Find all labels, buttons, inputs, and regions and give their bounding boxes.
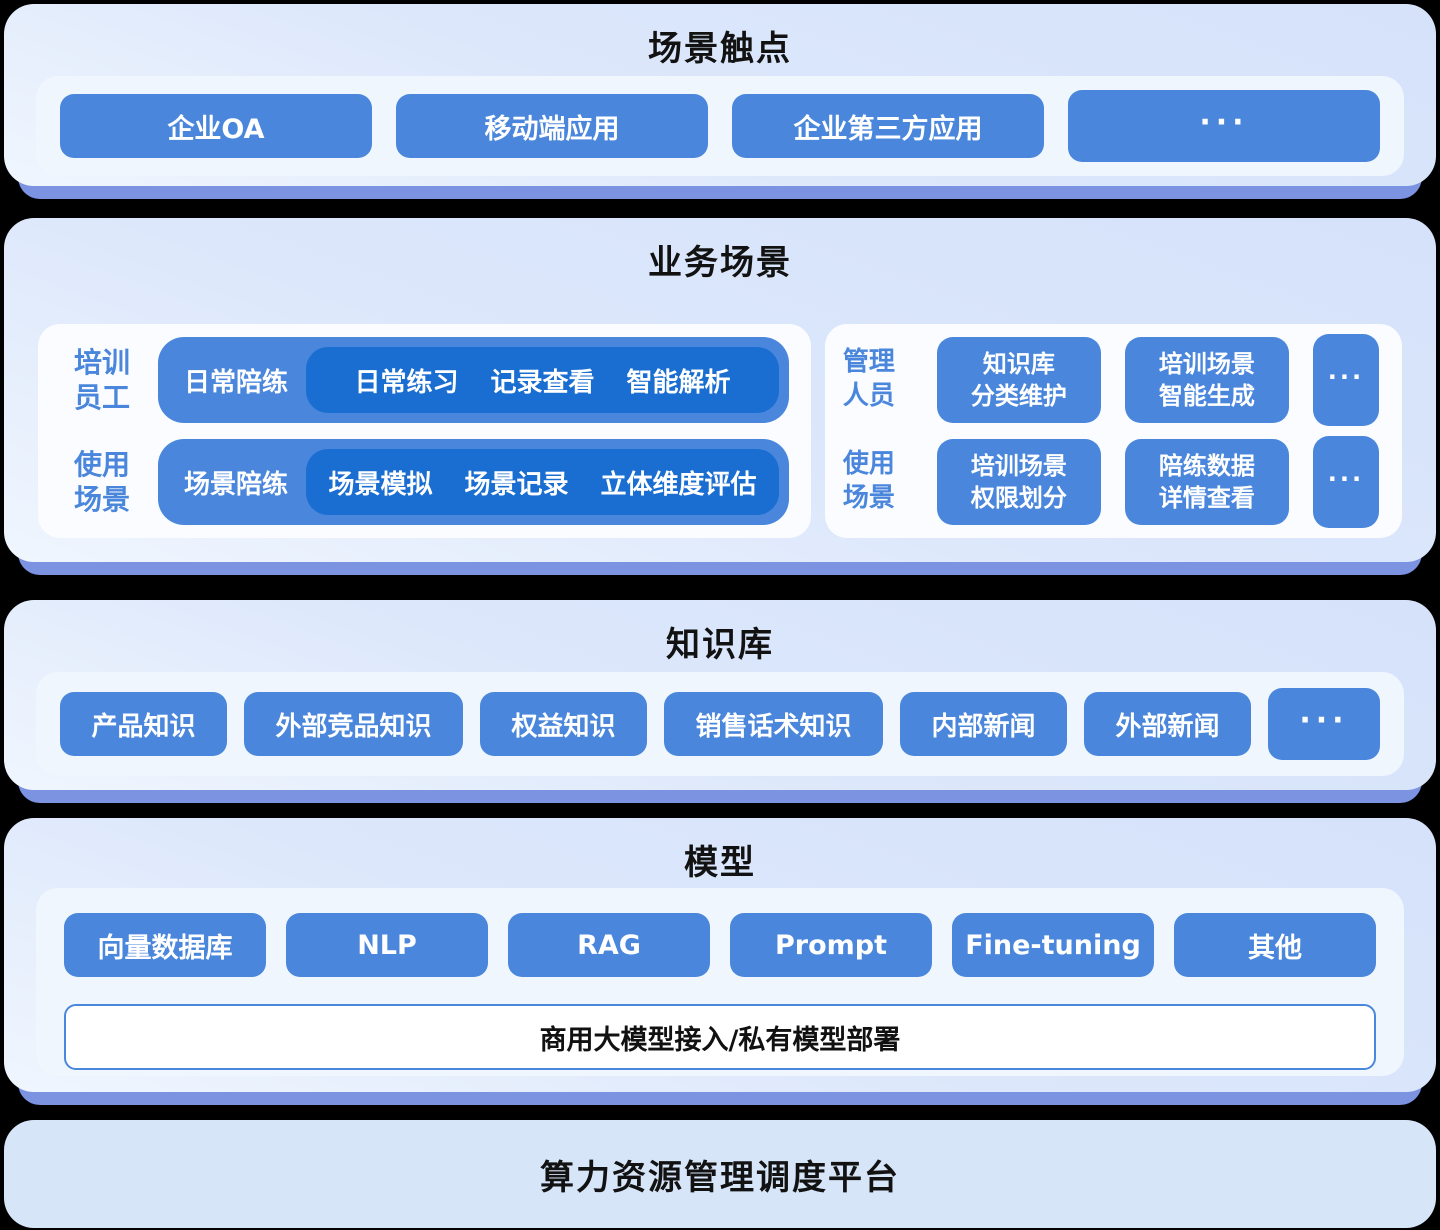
model-tray: 向量数据库 NLP RAG Prompt Fine-tuning 其他 商用大模… xyxy=(36,888,1404,1076)
label-usage-scene: 使用 场景 xyxy=(843,448,913,516)
chip-nlp: NLP xyxy=(286,913,488,977)
chip-line: 陪练数据 xyxy=(1158,451,1255,480)
chip-product-knowledge: 产品知识 xyxy=(60,692,227,756)
more-ellipsis: ··· xyxy=(1312,436,1379,528)
chip-line: 权限划分 xyxy=(970,484,1067,512)
touchpoints-tray: 企业OA 移动端应用 企业第三方应用 ··· xyxy=(36,76,1404,176)
chip-rag: RAG xyxy=(508,913,710,977)
chip-benefits-knowledge: 权益知识 xyxy=(480,692,647,756)
pill-item: 场景模拟 xyxy=(328,469,433,500)
layer-card: 算力资源管理调度平台 xyxy=(4,1120,1436,1228)
label-managers: 管理 人员 xyxy=(843,346,913,414)
manager-row-2: 使用 场景 培训场景 权限划分 陪练数据 详情查看 ··· xyxy=(843,436,1384,528)
panel-managers: 管理 人员 知识库 分类维护 培训场景 智能生成 ··· xyxy=(824,324,1402,538)
pill-daily-coaching: 日常陪练 日常练习 记录查看 智能解析 xyxy=(158,337,789,423)
pill-title: 日常陪练 xyxy=(184,367,289,398)
layer-card: 模型 向量数据库 NLP RAG Prompt Fine-tuning 其他 商… xyxy=(4,818,1436,1092)
label-training-staff: 培训 员工 xyxy=(74,345,130,415)
more-ellipsis: ··· xyxy=(1268,688,1380,760)
model-button-row: 向量数据库 NLP RAG Prompt Fine-tuning 其他 xyxy=(64,913,1376,977)
label-line: 培训 xyxy=(74,346,131,379)
layer-card: 业务场景 培训 员工 日常陪练 日常练习 记录查看 智能 xyxy=(4,218,1436,562)
chip-sales-script-knowledge: 销售话术知识 xyxy=(664,692,883,756)
chip-line: 培训场景 xyxy=(970,451,1067,480)
pill-item: 智能解析 xyxy=(626,367,731,398)
pill-item: 场景记录 xyxy=(464,469,569,500)
layer-title-model: 模型 xyxy=(684,843,756,883)
layer-compute-platform: 算力资源管理调度平台 xyxy=(4,1120,1436,1228)
layer-scene-touchpoints: 场景触点 企业OA 移动端应用 企业第三方应用 ··· xyxy=(4,4,1436,199)
more-ellipsis: ··· xyxy=(1068,90,1380,162)
chip-line: 详情查看 xyxy=(1158,484,1255,512)
more-ellipsis: ··· xyxy=(1312,334,1379,426)
label-usage-scene: 使用 场景 xyxy=(74,447,130,517)
layer-title-knowledge: 知识库 xyxy=(666,625,774,665)
chip-scene-permission: 培训场景 权限划分 xyxy=(936,439,1101,525)
chip-line: 知识库 xyxy=(982,349,1055,378)
chip-mobile-app: 移动端应用 xyxy=(396,94,708,158)
layer-title-touchpoints: 场景触点 xyxy=(648,29,792,69)
label-line: 场景 xyxy=(74,483,131,516)
training-row-scene: 使用 场景 场景陪练 场景模拟 场景记录 立体维度评估 xyxy=(74,439,789,525)
business-panels: 培训 员工 日常陪练 日常练习 记录查看 智能解析 xyxy=(38,324,1402,538)
label-line: 场景 xyxy=(842,483,895,513)
chip-external-news: 外部新闻 xyxy=(1084,692,1251,756)
model-access-bar: 商用大模型接入/私有模型部署 xyxy=(64,1004,1376,1070)
layer-card: 场景触点 企业OA 移动端应用 企业第三方应用 ··· xyxy=(4,4,1436,186)
manager-row-1: 管理 人员 知识库 分类维护 培训场景 智能生成 ··· xyxy=(843,334,1384,426)
pill-scene-coaching: 场景陪练 场景模拟 场景记录 立体维度评估 xyxy=(158,439,789,525)
chip-enterprise-oa: 企业OA xyxy=(60,94,372,158)
chip-competitor-knowledge: 外部竞品知识 xyxy=(244,692,463,756)
training-row-daily: 培训 员工 日常陪练 日常练习 记录查看 智能解析 xyxy=(74,337,789,423)
pill-item: 立体维度评估 xyxy=(600,469,757,500)
label-line: 人员 xyxy=(842,381,895,411)
chip-kb-category-maintenance: 知识库 分类维护 xyxy=(936,337,1101,423)
chip-line: 培训场景 xyxy=(1158,349,1255,378)
pill-item: 记录查看 xyxy=(490,367,595,398)
layer-title-business: 业务场景 xyxy=(648,243,792,283)
chip-other: 其他 xyxy=(1174,913,1376,977)
layer-card: 知识库 产品知识 外部竞品知识 权益知识 销售话术知识 内部新闻 外部新闻 ··… xyxy=(4,600,1436,790)
chip-vector-database: 向量数据库 xyxy=(64,913,266,977)
pill-item: 日常练习 xyxy=(354,367,459,398)
panel-training-staff: 培训 员工 日常陪练 日常练习 记录查看 智能解析 xyxy=(38,324,811,538)
knowledge-tray: 产品知识 外部竞品知识 权益知识 销售话术知识 内部新闻 外部新闻 ··· xyxy=(36,672,1404,776)
chip-line: 分类维护 xyxy=(970,382,1067,410)
pill-title: 场景陪练 xyxy=(184,469,289,500)
label-line: 管理 xyxy=(842,347,895,378)
pill-scene-items: 场景模拟 场景记录 立体维度评估 xyxy=(306,449,779,515)
layer-model: 模型 向量数据库 NLP RAG Prompt Fine-tuning 其他 商… xyxy=(4,818,1436,1105)
chip-scene-auto-generation: 培训场景 智能生成 xyxy=(1124,337,1289,423)
chip-third-party-app: 企业第三方应用 xyxy=(732,94,1044,158)
layer-title-platform: 算力资源管理调度平台 xyxy=(540,1157,900,1198)
label-line: 员工 xyxy=(74,381,131,414)
pill-daily-items: 日常练习 记录查看 智能解析 xyxy=(306,347,779,413)
chip-line: 智能生成 xyxy=(1158,382,1255,410)
label-line: 使用 xyxy=(842,449,895,480)
layer-knowledge-base: 知识库 产品知识 外部竞品知识 权益知识 销售话术知识 内部新闻 外部新闻 ··… xyxy=(4,600,1436,803)
chip-fine-tuning: Fine-tuning xyxy=(952,913,1154,977)
chip-prompt: Prompt xyxy=(730,913,932,977)
chip-coaching-data-detail: 陪练数据 详情查看 xyxy=(1124,439,1289,525)
label-line: 使用 xyxy=(74,448,131,481)
chip-internal-news: 内部新闻 xyxy=(900,692,1067,756)
layer-business-scenes: 业务场景 培训 员工 日常陪练 日常练习 记录查看 智能 xyxy=(4,218,1436,575)
